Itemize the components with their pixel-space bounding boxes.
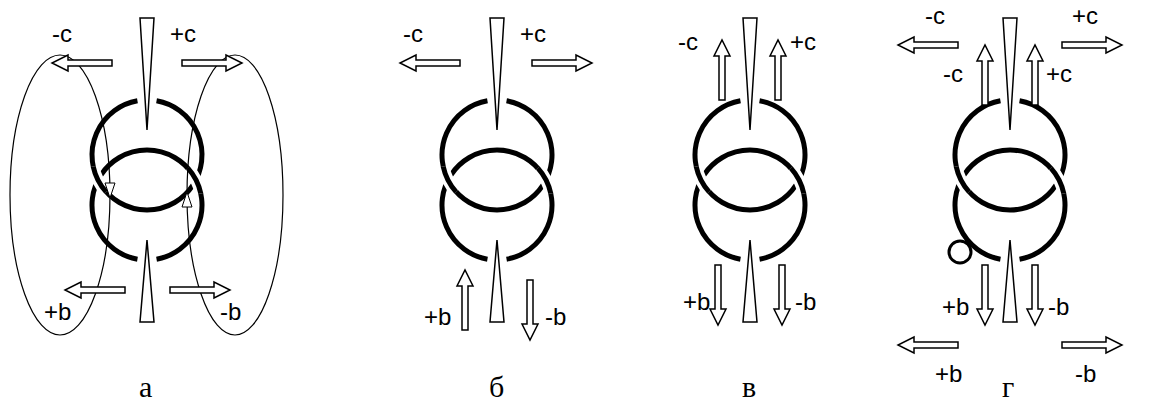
- panel-letter: б: [489, 372, 504, 402]
- force-label: -c: [925, 4, 945, 28]
- force-label: -b: [545, 305, 566, 329]
- hollow-arrow: [898, 337, 958, 353]
- panel-a: [10, 18, 283, 335]
- force-label: +b: [424, 305, 451, 329]
- panel-v: [695, 18, 805, 325]
- force-label: +c: [1072, 4, 1098, 28]
- hollow-arrow: [774, 265, 790, 325]
- hollow-arrow: [170, 282, 230, 298]
- hollow-arrow: [977, 265, 993, 325]
- hollow-arrow: [977, 45, 993, 105]
- hollow-arrow: [770, 40, 786, 100]
- force-label: -b: [220, 300, 241, 324]
- force-label: +b: [44, 300, 71, 324]
- panel-letter: а: [139, 372, 152, 402]
- hollow-arrow: [1027, 45, 1043, 105]
- panel-b: [400, 18, 592, 340]
- hollow-arrow: [714, 40, 730, 100]
- hollow-arrow: [710, 265, 726, 325]
- panel-letter: г: [1002, 372, 1014, 402]
- hollow-arrow: [1062, 337, 1122, 353]
- force-label: +b: [935, 362, 962, 386]
- hollow-arrow: [52, 55, 112, 71]
- force-label: +c: [1046, 62, 1072, 86]
- force-label: +b: [683, 290, 710, 314]
- force-label: +c: [170, 22, 196, 46]
- hollow-arrow: [182, 55, 242, 71]
- hollow-arrow: [65, 282, 125, 298]
- force-label: -c: [403, 22, 423, 46]
- loop-arrowhead: [105, 183, 115, 198]
- force-label: +c: [520, 22, 546, 46]
- hollow-arrow: [522, 280, 538, 340]
- force-label: -c: [52, 22, 72, 46]
- panel-g: [898, 18, 1122, 353]
- force-label: +c: [790, 30, 816, 54]
- force-label: -b: [1048, 295, 1069, 319]
- hollow-arrow: [457, 270, 473, 330]
- small-loop: [949, 241, 971, 263]
- hollow-arrow: [898, 37, 958, 53]
- panel-letter: в: [742, 372, 756, 402]
- force-label: -c: [943, 62, 963, 86]
- hollow-arrow: [1027, 265, 1043, 325]
- force-label: -b: [1075, 362, 1096, 386]
- hollow-arrow: [1062, 37, 1122, 53]
- force-label: +b: [942, 295, 969, 319]
- force-label: -c: [678, 30, 698, 54]
- hollow-arrow: [532, 55, 592, 71]
- force-label: -b: [795, 290, 816, 314]
- loop-arrowhead: [182, 192, 192, 207]
- linked-rings: [695, 18, 805, 322]
- hollow-arrow: [400, 55, 460, 71]
